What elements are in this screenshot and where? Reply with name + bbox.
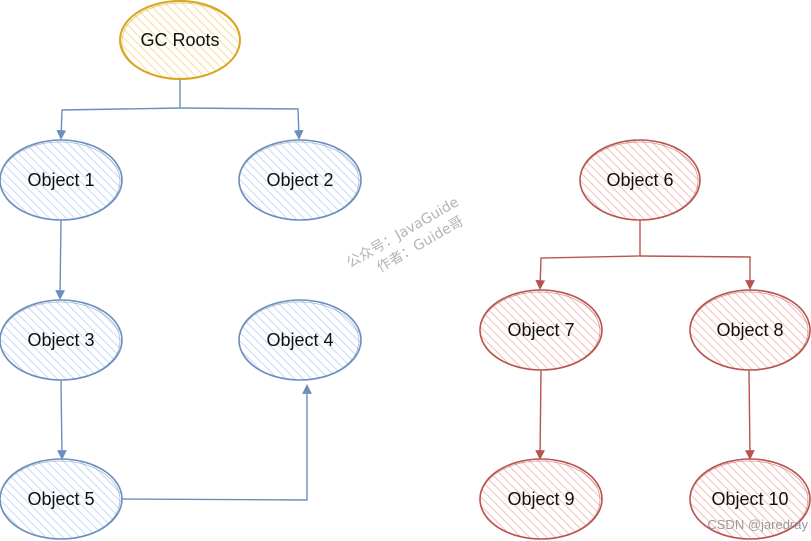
node-label-object-4: Object 4 <box>266 330 333 350</box>
edge-object-6-object-8 <box>639 255 755 290</box>
node-object-4: Object 4 <box>238 299 362 381</box>
credit-label: CSDN @jaredray <box>707 517 808 532</box>
edge-object-6-object-7 <box>535 220 641 290</box>
node-object-10: Object 10 <box>689 458 811 540</box>
edge-gc-roots-object-2 <box>179 107 304 140</box>
node-object-2: Object 2 <box>238 139 362 221</box>
node-object-1: Object 1 <box>0 139 123 221</box>
node-label-object-5: Object 5 <box>27 489 94 509</box>
node-label-object-7: Object 7 <box>507 320 574 340</box>
edges-unreachable <box>535 220 755 460</box>
node-object-5: Object 5 <box>0 458 123 540</box>
node-label-gc-roots: GC Roots <box>140 30 219 50</box>
node-label-object-3: Object 3 <box>27 330 94 350</box>
node-object-8: Object 8 <box>689 289 811 371</box>
node-label-object-9: Object 9 <box>507 489 574 509</box>
watermark: 公众号：JavaGuide 作者：Guide哥 <box>344 194 466 276</box>
node-label-object-10: Object 10 <box>711 489 788 509</box>
node-label-object-6: Object 6 <box>606 170 673 190</box>
node-object-3: Object 3 <box>0 299 123 381</box>
node-label-object-2: Object 2 <box>266 170 333 190</box>
node-object-7: Object 7 <box>479 289 603 371</box>
node-object-9: Object 9 <box>479 458 603 540</box>
edges-reachable <box>55 80 312 501</box>
edge-gc-roots-object-1 <box>56 80 181 140</box>
node-label-object-8: Object 8 <box>716 320 783 340</box>
node-label-object-1: Object 1 <box>27 170 94 190</box>
edge-object-5-object-4 <box>121 384 312 501</box>
edge-object-8-object-10 <box>745 369 755 460</box>
edge-object-7-object-9 <box>535 369 545 460</box>
edge-object-1-object-3 <box>55 219 66 300</box>
edge-object-3-object-5 <box>56 379 67 460</box>
node-gc-roots: GC Roots <box>119 0 241 80</box>
node-object-6: Object 6 <box>579 139 701 221</box>
